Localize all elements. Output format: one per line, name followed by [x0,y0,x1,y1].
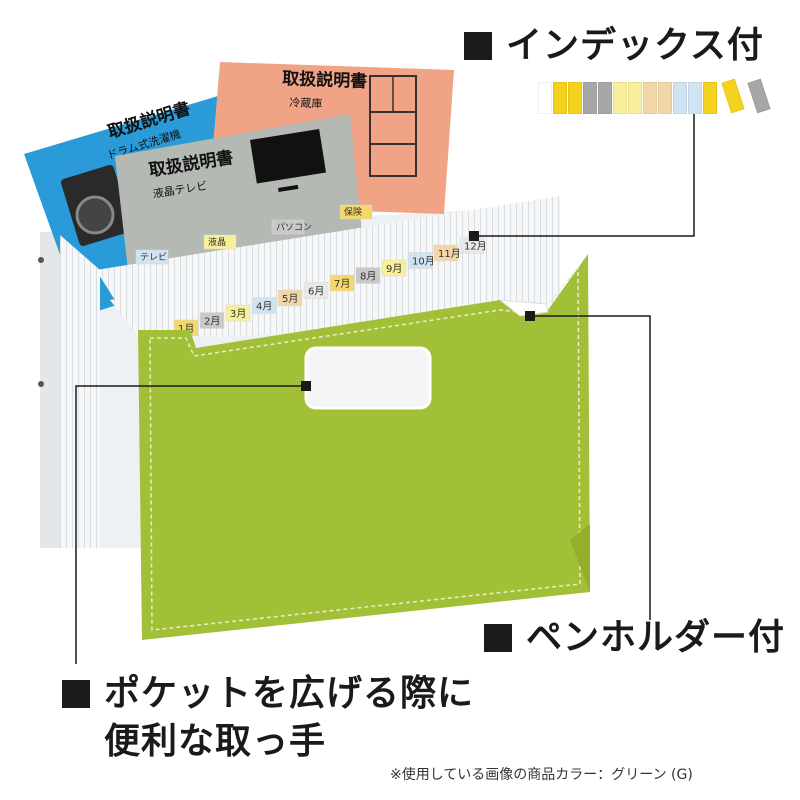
callout-leader-lines [75,108,695,664]
index-tab-label: 2月 [204,316,220,328]
index-tab-label: 12月 [464,241,487,253]
index-tab [407,252,433,269]
index-marker [469,231,479,241]
index-tab-label: 11月 [438,248,461,260]
index-tab-label: パソコン [276,222,312,233]
index-tab [329,274,355,292]
index-tab-label: 7月 [334,278,350,290]
index-swatch [747,78,771,114]
index-tab-label: 10月 [412,256,435,268]
index-swatch [721,78,745,114]
footnote: ※使用している画像の商品カラー：グリーン (G) [390,767,693,783]
index-swatch [553,82,567,114]
bullet-square-icon [484,624,512,652]
index-swatch [703,82,717,114]
callout-handle: ポケットを広げる際に 便利な取っ手 [62,670,474,766]
index-swatch [538,82,552,114]
index-swatch [688,82,702,114]
index-tab-label: 8月 [360,271,376,283]
index-swatch [583,82,597,114]
pen-holder-marker [525,311,535,321]
index-tab [271,219,305,235]
index-tab [303,282,329,299]
pocket-handle [304,346,432,410]
index-tab [203,234,237,250]
index-color-swatches [538,78,788,120]
callout-index-text: インデックス付 [506,25,764,66]
index-tab [339,204,373,220]
index-tab [381,259,407,277]
index-swatch [568,82,582,114]
index-swatch [658,82,672,114]
index-tab-label: 9月 [386,263,402,275]
pen-holder [498,299,549,317]
index-swatch [628,82,642,114]
index-tab-label: 液晶 [208,236,226,248]
bullet-square-icon [464,32,492,60]
callout-pen-text: ペンホルダー付 [526,617,786,658]
index-tab-label: 6月 [308,286,324,298]
index-swatch [643,82,657,114]
manual-fridge-sub: 冷蔵庫 [289,95,322,110]
index-tab [277,289,303,307]
index-swatch [598,82,612,114]
index-tab [433,244,459,262]
callout-pen-holder: ペンホルダー付 [484,620,785,656]
index-tab-label: 保険 [344,206,362,218]
index-tab [251,297,277,314]
index-tab-label: 5月 [282,293,298,305]
index-tab-label: 3月 [230,308,246,320]
callout-handle-line1: ポケットを広げる際に [104,673,475,714]
callout-handle-line2: 便利な取っ手 [104,721,327,762]
callout-index-tabs: インデックス付 [464,28,764,64]
manual-fridge-title: 取扱説明書 [282,68,368,92]
index-swatch [673,82,687,114]
index-tab-label: 4月 [256,301,272,313]
bullet-square-icon [62,680,90,708]
handle-marker [301,381,311,391]
index-swatch [613,82,627,114]
index-tab [199,312,225,329]
index-tab [135,249,169,265]
green-front-cover [138,254,590,640]
index-tab [225,304,251,322]
index-tab-label: テレビ [140,252,167,263]
index-tab [355,267,381,284]
